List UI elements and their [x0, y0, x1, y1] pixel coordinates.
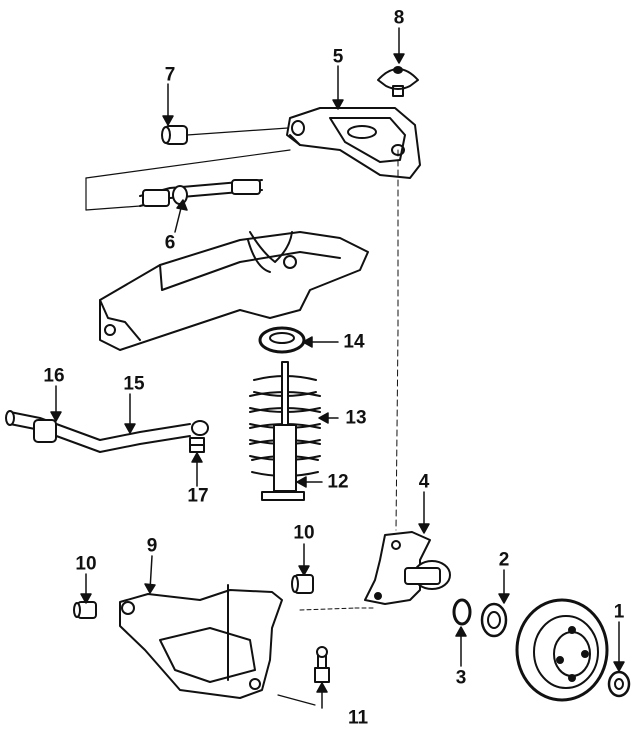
- part-15-stabilizer-bar: [5, 410, 209, 453]
- leader-lines: [50, 27, 625, 709]
- callout-7: 7: [164, 64, 176, 86]
- callout-14: 14: [343, 331, 365, 353]
- callout-17: 17: [187, 485, 209, 507]
- callout-4: 4: [418, 471, 430, 493]
- callout-13: 13: [345, 407, 367, 429]
- part-3-grease-seal: [452, 598, 472, 626]
- part-11-lower-ball-joint: [277, 646, 330, 706]
- callout-12: 12: [327, 471, 349, 493]
- part-14-spring-insulator: [258, 326, 306, 354]
- part-8-upper-ball-joint: [377, 66, 419, 97]
- callout-6: 6: [164, 232, 176, 254]
- callout-8: 8: [393, 7, 405, 29]
- part-10-lower-arm-bushing: [73, 574, 314, 619]
- part-12-shock-absorber: [261, 361, 305, 501]
- callout-9: 9: [146, 535, 158, 557]
- callout-1: 1: [613, 601, 625, 623]
- callout-10-right: 10: [293, 522, 315, 544]
- assembly-guide-line: [395, 149, 399, 531]
- part-9-lower-control-arm: [119, 584, 283, 699]
- brake-rotor-hub: [515, 598, 609, 702]
- callout-2: 2: [498, 549, 510, 571]
- callout-3: 3: [455, 667, 467, 689]
- part-6-shaft-kit: [85, 149, 291, 211]
- frame-crossmember: [99, 231, 369, 351]
- callout-5: 5: [332, 46, 344, 68]
- part-7-bushing: [161, 125, 289, 145]
- part-16-stabilizer-bushing: [33, 419, 57, 443]
- part-5-upper-control-arm: [286, 107, 421, 179]
- callout-11: 11: [347, 707, 369, 729]
- part-2-inner-bearing: [480, 602, 508, 638]
- callout-15: 15: [123, 373, 145, 395]
- part-1-outer-bearing: [607, 670, 631, 698]
- callout-16: 16: [43, 365, 65, 387]
- callout-10-left: 10: [75, 553, 97, 575]
- part-17-nut: [189, 437, 205, 453]
- part-4-steering-knuckle: [364, 531, 451, 605]
